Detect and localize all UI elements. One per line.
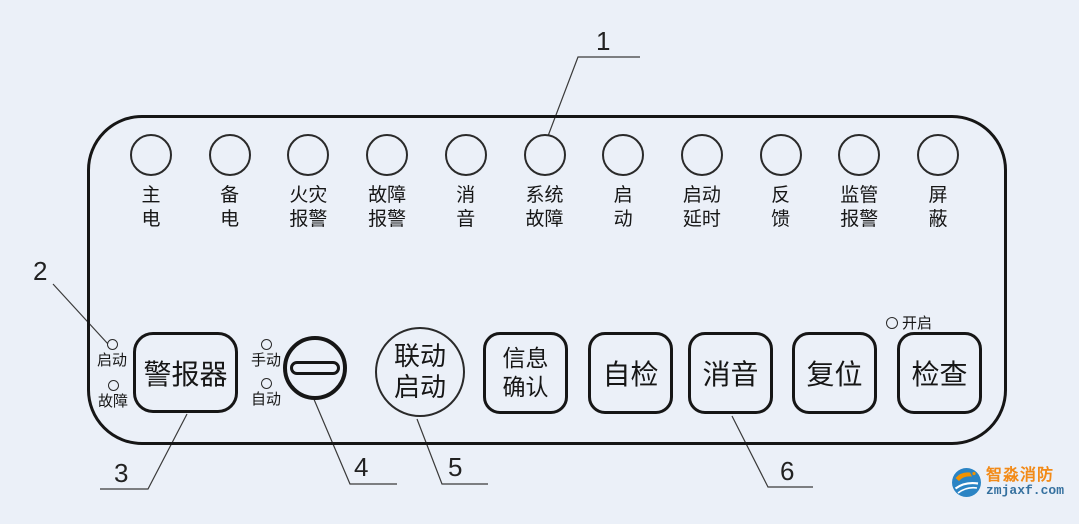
check-open-label: 开启 [902,315,933,332]
indicator-lamp-icon [260,339,272,350]
indicator-lamp-icon [130,134,172,176]
info-confirm-label-line1: 信息 [502,345,549,371]
indicator-label: 启动延时 [682,185,721,230]
auto-mode-label: 自动 [250,391,281,408]
indicator-label: 火灾报警 [289,185,328,230]
callout-number-1: 1 [596,26,611,56]
mute-button-label: 消音 [702,359,759,390]
indicator-lamp-icon [106,339,118,350]
indicator-fault-alarm: 故障报警 [352,134,422,232]
check-button-label: 检查 [911,359,968,390]
indicator-label: 故障报警 [368,185,407,230]
indicator-label: 屏蔽 [928,185,948,230]
info-confirm-label-line2: 确认 [502,374,549,400]
check-button[interactable]: 检查 [897,332,982,414]
linkage-start-button[interactable]: 联动 启动 [375,327,465,417]
indicator-lamp-icon [366,134,409,176]
sounder-fault-label: 故障 [97,393,128,410]
auto-mode-indicator: 自动 [244,378,288,408]
mute-button[interactable]: 消音 [688,332,773,414]
indicator-lamp-icon [523,134,566,176]
callout-number-3: 3 [114,458,129,488]
indicator-lamp-icon [287,134,330,176]
check-open-indicator: 开启 [886,312,932,333]
manual-mode-indicator: 手动 [244,339,288,369]
key-slot-icon [290,361,340,375]
indicator-lamp-icon [444,134,487,176]
indicator-system-fault: 系统故障 [510,134,580,232]
callout-number-2: 2 [33,256,48,286]
watermark: 智淼消防 zmjaxf.com [951,467,1064,498]
indicator-label: 启动 [613,185,633,230]
indicator-lamp-icon [208,134,251,176]
info-confirm-button[interactable]: 信息 确认 [483,332,568,414]
indicator-label: 备电 [220,185,240,230]
manual-mode-label: 手动 [250,352,281,369]
indicator-label: 主电 [141,185,161,230]
indicator-lamp-icon [838,134,881,176]
mode-key-switch[interactable] [283,336,347,400]
indicator-backup-power: 备电 [195,134,265,232]
self-test-label: 自检 [602,359,659,390]
sounder-button[interactable]: 警报器 [133,332,238,413]
indicator-shield: 屏蔽 [903,134,973,232]
callout-number-4: 4 [354,452,369,482]
linkage-start-label-line1: 联动 [393,341,446,371]
indicator-lamp-icon [917,134,959,176]
indicator-lamp-icon [759,134,802,176]
indicator-lamp-icon [886,316,898,329]
indicator-label: 反馈 [771,185,791,230]
indicator-lamp-icon [260,378,272,389]
callout-number-5: 5 [448,452,463,482]
indicator-lamp-icon [107,380,119,391]
sounder-button-label: 警报器 [143,358,228,390]
sounder-fault-indicator: 故障 [91,380,135,410]
linkage-start-label-line2: 启动 [393,372,446,402]
watermark-site: zmjaxf.com [986,483,1065,498]
indicator-supervisory-alarm: 监管报警 [824,134,894,232]
indicator-lamp-icon [680,134,723,176]
indicator-label: 消音 [456,185,476,230]
reset-button[interactable]: 复位 [792,332,877,414]
watermark-brand: 智淼消防 [986,467,1055,484]
reset-button-label: 复位 [806,359,863,390]
panel-outline [87,115,1007,445]
indicator-start-delay: 启动延时 [667,134,737,232]
callout-number-6: 6 [780,456,795,486]
self-test-button[interactable]: 自检 [588,332,673,414]
indicator-label: 监管报警 [840,185,879,230]
indicator-start: 启动 [588,134,658,232]
indicator-label: 系统故障 [525,185,564,230]
brand-logo-icon [952,468,981,497]
indicator-main-power: 主电 [116,134,186,232]
indicator-mute: 消音 [431,134,501,232]
indicator-lamp-icon [602,134,645,176]
indicator-fire-alarm: 火灾报警 [273,134,343,232]
indicator-feedback: 反馈 [746,134,816,232]
sounder-start-label: 启动 [96,352,127,369]
sounder-start-indicator: 启动 [90,339,134,369]
